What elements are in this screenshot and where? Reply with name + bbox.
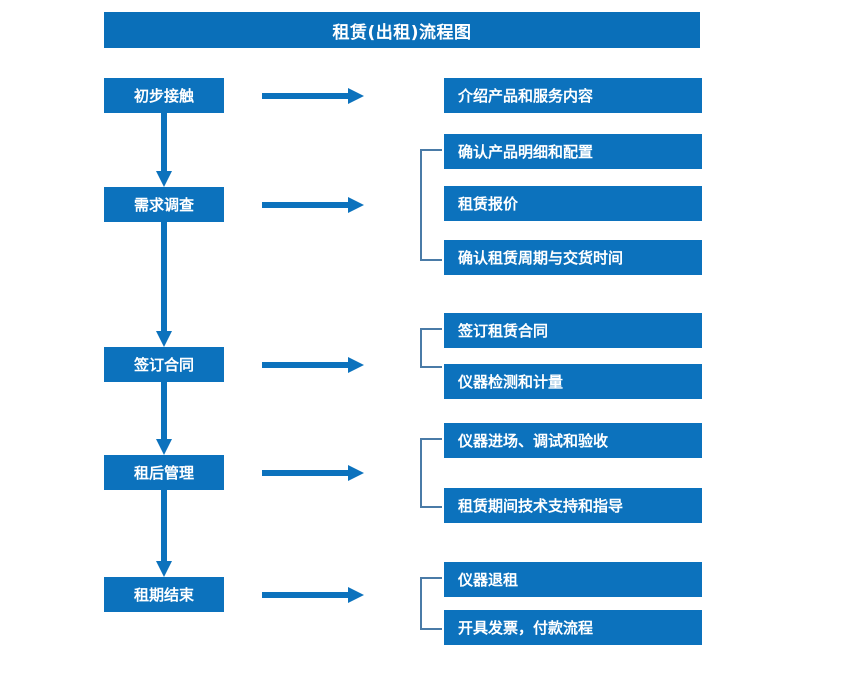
branch-arrow-right-4 xyxy=(262,465,364,481)
stage-node-1[interactable]: 初步接触 xyxy=(104,78,224,113)
stage-node-2[interactable]: 需求调查 xyxy=(104,187,224,222)
step-node-5-2[interactable]: 开具发票，付款流程 xyxy=(444,610,702,645)
page-title: 租赁(出租)流程图 xyxy=(104,12,700,48)
step-node-3-2[interactable]: 仪器检测和计量 xyxy=(444,364,702,399)
group-bracket-icon-5 xyxy=(420,577,442,630)
stage-node-3[interactable]: 签订合同 xyxy=(104,347,224,382)
step-node-4-1[interactable]: 仪器进场、调试和验收 xyxy=(444,423,702,458)
flow-arrow-down-1 xyxy=(155,113,173,187)
step-node-2-1[interactable]: 确认产品明细和配置 xyxy=(444,134,702,169)
branch-arrow-right-2 xyxy=(262,197,364,213)
branch-arrow-right-1 xyxy=(262,88,364,104)
stage-node-4[interactable]: 租后管理 xyxy=(104,455,224,490)
step-node-3-1[interactable]: 签订租赁合同 xyxy=(444,313,702,348)
stage-node-5[interactable]: 租期结束 xyxy=(104,577,224,612)
group-bracket-icon-3 xyxy=(420,328,442,368)
branch-arrow-right-5 xyxy=(262,587,364,603)
group-bracket-icon-2 xyxy=(420,149,442,261)
step-node-2-2[interactable]: 租赁报价 xyxy=(444,186,702,221)
flow-arrow-down-3 xyxy=(155,382,173,455)
branch-arrow-right-3 xyxy=(262,357,364,373)
step-node-1-1[interactable]: 介绍产品和服务内容 xyxy=(444,78,702,113)
step-node-5-1[interactable]: 仪器退租 xyxy=(444,562,702,597)
step-node-2-3[interactable]: 确认租赁周期与交货时间 xyxy=(444,240,702,275)
flow-arrow-down-2 xyxy=(155,222,173,347)
group-bracket-icon-4 xyxy=(420,438,442,508)
flow-arrow-down-4 xyxy=(155,490,173,577)
step-node-4-2[interactable]: 租赁期间技术支持和指导 xyxy=(444,488,702,523)
